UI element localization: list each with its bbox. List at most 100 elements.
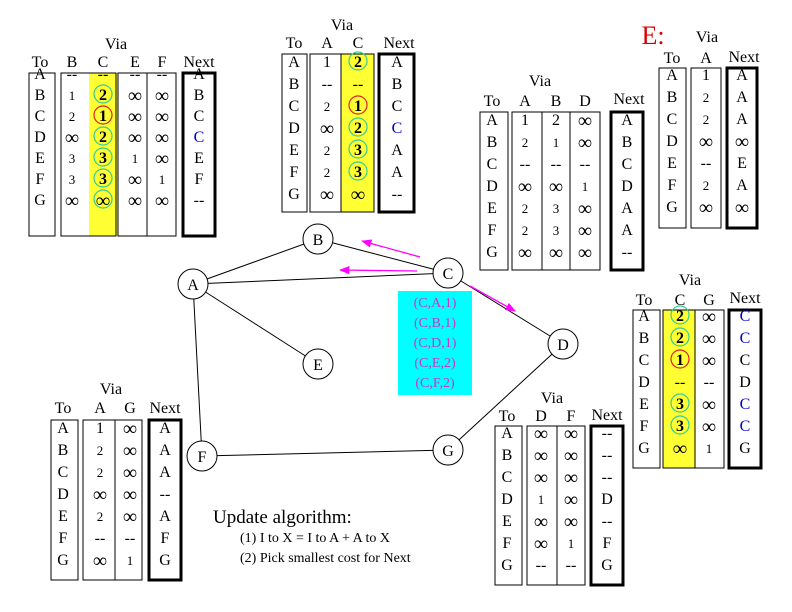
- cost-cell: 3: [676, 418, 684, 435]
- cost-cell: ∞: [155, 127, 169, 149]
- edge-A-F: [192, 283, 203, 457]
- node-label-G: G: [442, 443, 454, 460]
- updated-cost-circle: [93, 126, 113, 146]
- updated-cost-circle: [93, 84, 113, 104]
- node-D: [547, 328, 579, 360]
- via-header: Via: [696, 29, 718, 46]
- chosen-route-circle: [93, 105, 113, 125]
- cost-cell: 2: [324, 99, 331, 114]
- next-hop-C: C: [194, 108, 205, 125]
- cost-cell: ∞: [128, 106, 142, 128]
- next-hop-A: A: [621, 112, 633, 129]
- updated-cost-circle: [348, 161, 368, 181]
- cost-cell: ∞: [549, 242, 563, 264]
- via-node-B: B: [67, 54, 78, 71]
- update-step-2: (2) Pick smallest cost for Next: [240, 551, 411, 566]
- cost-cell: 3: [354, 142, 362, 159]
- cost-cell: 3: [99, 150, 107, 167]
- dest-E: E: [487, 200, 497, 217]
- next-hop-F: F: [161, 530, 170, 547]
- dest-B: B: [289, 76, 300, 93]
- dest-B: B: [667, 89, 678, 106]
- to-header: To: [499, 408, 516, 425]
- to-header: To: [55, 400, 72, 417]
- cost-cell: ∞: [702, 394, 716, 416]
- next-hop-A: A: [159, 420, 171, 437]
- cost-cell: ∞: [534, 511, 548, 533]
- next-column-box: [727, 308, 763, 470]
- cost-cell: --: [125, 530, 136, 547]
- cost-cell: 2: [522, 135, 529, 150]
- cost-cell: 1: [568, 536, 575, 551]
- cost-cell: --: [95, 530, 106, 547]
- next-hop-E: A: [159, 508, 171, 525]
- next-hop-D: C: [392, 120, 403, 137]
- node-label-E: E: [313, 357, 323, 374]
- next-column-box: [181, 71, 217, 238]
- dest-C: C: [58, 464, 69, 481]
- cost-cell: 2: [354, 120, 362, 137]
- cost-cell: ∞: [578, 242, 592, 264]
- next-column-box: [609, 110, 645, 272]
- dest-D: D: [666, 133, 678, 150]
- dest-D: D: [34, 129, 46, 146]
- cost-cell: ∞: [155, 190, 169, 212]
- message-5: (C,F,2): [415, 376, 455, 391]
- next-hop-C: --: [602, 469, 613, 486]
- dest-E: E: [502, 513, 512, 530]
- next-column-box: [147, 418, 183, 582]
- node-A: [177, 268, 209, 300]
- next-header: Next: [728, 49, 760, 66]
- chosen-route-circle: [348, 95, 368, 115]
- highlight-column: [341, 54, 374, 212]
- next-hop-G: G: [739, 440, 751, 457]
- cost-cell: 1: [99, 108, 107, 125]
- node-G: [432, 434, 464, 466]
- table-frame: [114, 419, 143, 581]
- dest-B: B: [487, 134, 498, 151]
- dest-G: G: [34, 192, 46, 209]
- cost-cell: --: [67, 66, 78, 83]
- to-header: To: [484, 93, 501, 110]
- next-header: Next: [729, 290, 761, 307]
- cost-cell: ∞: [128, 127, 142, 149]
- cost-cell: ∞: [123, 484, 137, 506]
- cost-cell: ∞: [155, 85, 169, 107]
- dest-C: C: [289, 98, 300, 115]
- via-node-G: G: [703, 292, 715, 309]
- cost-cell: ∞: [564, 511, 578, 533]
- next-header: Next: [613, 91, 645, 108]
- dest-F: F: [36, 171, 45, 188]
- via-node-A: A: [321, 35, 333, 52]
- via-node-A: A: [700, 50, 712, 67]
- cost-cell: ∞: [65, 190, 79, 212]
- next-hop-G: G: [601, 557, 613, 574]
- cost-cell: ∞: [578, 220, 592, 242]
- cost-cell: --: [675, 374, 686, 391]
- cost-cell: 2: [703, 178, 710, 193]
- table-frame: [694, 309, 725, 469]
- next-hop-D: ∞: [735, 131, 749, 153]
- next-hop-E: C: [740, 396, 751, 413]
- next-hop-E: --: [602, 513, 613, 530]
- next-hop-A: A: [193, 66, 205, 83]
- updated-cost-circle: [348, 51, 368, 71]
- next-hop-G: --: [622, 244, 633, 261]
- edge-A-B: [192, 238, 319, 285]
- via-header: Via: [100, 381, 122, 398]
- table-frame: [340, 53, 375, 213]
- cost-cell: 1: [538, 492, 545, 507]
- via-header: Via: [529, 73, 551, 90]
- dest-E: E: [35, 150, 45, 167]
- next-hop-D: D: [601, 491, 613, 508]
- cost-cell: ∞: [518, 242, 532, 264]
- updated-cost-circle: [93, 147, 113, 167]
- routing-table-Cmid: [632, 305, 763, 470]
- table-frame: [479, 111, 509, 271]
- cost-cell: ∞: [564, 489, 578, 511]
- table-frame: [569, 111, 601, 271]
- cost-cell: ∞: [534, 467, 548, 489]
- updated-cost-circle: [670, 305, 690, 325]
- via-node-E: E: [130, 54, 140, 71]
